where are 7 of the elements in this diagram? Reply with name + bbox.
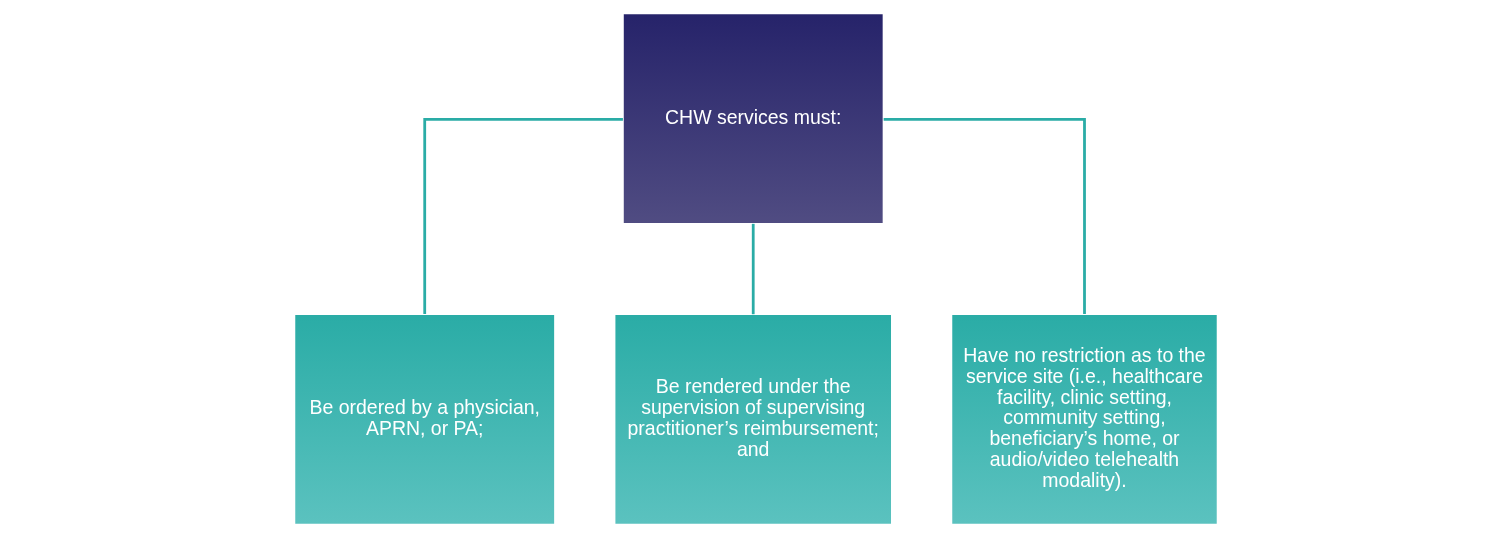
node-box: Have no restriction as to the service site (i.e., healthcare facility, clinic setting, community setting, beneficiary’s home, or audio/video telehealth modality). [950, 313, 1218, 526]
node-box: Be ordered by a physician, APRN, or PA; [293, 313, 556, 526]
node-box: CHW services must: [621, 12, 884, 225]
node-box: Be rendered under the supervision of supervising practitioner’s reimbursement; and [613, 313, 892, 526]
connector [751, 223, 755, 315]
connector [422, 118, 623, 314]
connector [883, 118, 1086, 314]
